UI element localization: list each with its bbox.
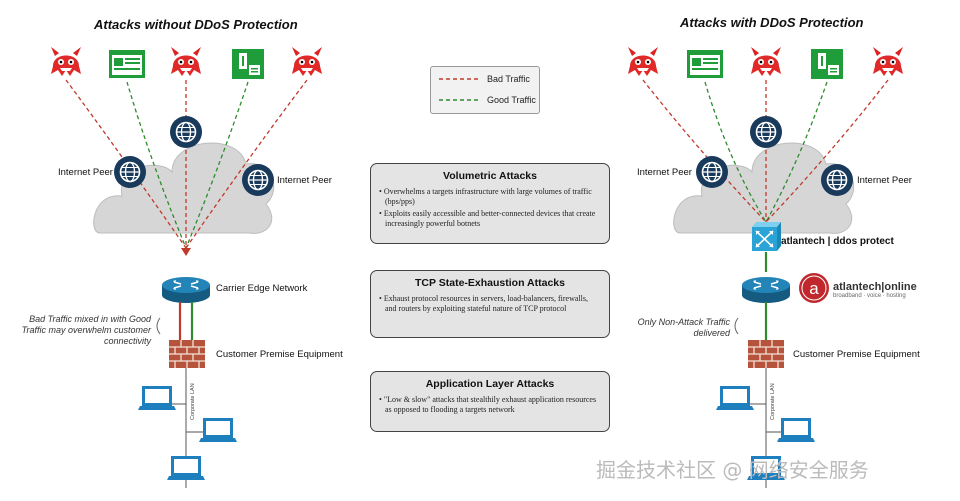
atlantech-online-brand: atlantech|online xyxy=(833,281,917,293)
right-router-icon xyxy=(741,276,791,304)
left-internet-peer-label-left: Internet Peer xyxy=(58,167,113,178)
right-globe-icon-left xyxy=(695,155,729,189)
left-globe-icon-left xyxy=(113,155,147,189)
right-globe-icon-right xyxy=(820,163,854,197)
left-attacker-icon-1 xyxy=(51,47,81,76)
tcp-exhaustion-attacks-box: TCP State-Exhaustion Attacks Exhaust pro… xyxy=(370,270,610,338)
right-globe-icon-top xyxy=(749,115,783,149)
atlantech-online-logo-icon: a xyxy=(799,273,829,303)
right-note-brace xyxy=(734,317,739,335)
right-internet-peer-label-left: Internet Peer xyxy=(637,167,692,178)
right-pc-icon-1 xyxy=(716,386,754,410)
tcp-exhaustion-attacks-title: TCP State-Exhaustion Attacks xyxy=(415,277,565,289)
left-traffic-lines xyxy=(65,79,308,249)
ddos-protect-label: atlantech | ddos protect xyxy=(781,236,894,247)
left-pc-icon-2 xyxy=(199,418,237,442)
right-attacker-icon-2 xyxy=(751,47,781,76)
atlantech-online-logo: atlantech|online broadband · voice · hos… xyxy=(833,281,917,299)
right-panel-title: Attacks with DDoS Protection xyxy=(680,15,864,30)
right-cloud-graphic xyxy=(673,142,855,234)
legend-good-label: Good Traffic xyxy=(487,95,536,105)
right-attacker-icon-3 xyxy=(873,47,903,76)
watermark-text: 掘金技术社区 @ 网络安全服务 xyxy=(596,458,869,482)
right-lan-label: Corporate LAN xyxy=(770,383,776,420)
right-firewall-icon xyxy=(747,339,785,369)
ddos-protect-switch-icon xyxy=(752,222,781,251)
left-internet-peer-label-right: Internet Peer xyxy=(277,175,332,186)
left-cpe-label: Customer Premise Equipment xyxy=(216,349,343,360)
legend-bad-swatch xyxy=(439,78,481,80)
right-internet-peer-label-right: Internet Peer xyxy=(857,175,912,186)
tcp-exhaustion-bullet-1: Exhaust protocol resources in servers, l… xyxy=(379,294,601,314)
right-cpe-label: Customer Premise Equipment xyxy=(793,349,920,360)
left-panel-title: Attacks without DDoS Protection xyxy=(94,17,298,32)
right-traffic-note: Only Non-Attack Traffic delivered xyxy=(637,317,730,338)
right-server-icon xyxy=(811,49,843,79)
right-pc-icon-2 xyxy=(777,418,815,442)
volumetric-bullet-1: Overwhelms a targets infrastructure with… xyxy=(379,187,601,207)
left-note-brace xyxy=(156,317,161,335)
left-attacker-icon-2 xyxy=(171,47,201,76)
atlantech-online-tagline: broadband · voice · hosting xyxy=(833,293,906,299)
left-globe-icon-right xyxy=(241,163,275,197)
application-layer-bullet-1: "Low & slow" attacks that stealthily exh… xyxy=(379,395,601,415)
right-traffic-lines xyxy=(642,79,889,223)
left-globe-icon-top xyxy=(169,115,203,149)
left-pc-icon-1 xyxy=(138,386,176,410)
volumetric-attacks-box: Volumetric Attacks Overwhelms a targets … xyxy=(370,163,610,244)
legend-good-swatch xyxy=(439,99,481,101)
left-cloud-graphic xyxy=(93,142,275,234)
right-attacker-icon-1 xyxy=(628,47,658,76)
legend-bad-row: Bad Traffic xyxy=(439,74,530,84)
right-webpage-icon xyxy=(687,50,723,78)
left-router-icon xyxy=(161,276,211,304)
legend-good-row: Good Traffic xyxy=(439,95,536,105)
left-arrowhead xyxy=(181,248,191,256)
left-webpage-icon xyxy=(109,50,145,78)
volumetric-bullet-2: Exploits easily accessible and better-co… xyxy=(379,209,601,229)
application-layer-attacks-title: Application Layer Attacks xyxy=(425,378,555,390)
left-firewall-icon xyxy=(168,339,206,369)
volumetric-attacks-title: Volumetric Attacks xyxy=(443,170,537,182)
left-lan-label: Corporate LAN xyxy=(190,383,196,420)
legend-bad-label: Bad Traffic xyxy=(487,74,530,84)
left-attacker-icon-3 xyxy=(292,47,322,76)
svg-text:a: a xyxy=(809,279,819,298)
traffic-legend: Bad Traffic Good Traffic xyxy=(430,66,540,114)
carrier-edge-label: Carrier Edge Network xyxy=(216,283,308,294)
left-traffic-note: Bad Traffic mixed in with Good Traffic m… xyxy=(21,314,151,346)
application-layer-attacks-box: Application Layer Attacks "Low & slow" a… xyxy=(370,371,610,432)
left-server-icon xyxy=(232,49,264,79)
left-pc-icon-3 xyxy=(167,456,205,480)
